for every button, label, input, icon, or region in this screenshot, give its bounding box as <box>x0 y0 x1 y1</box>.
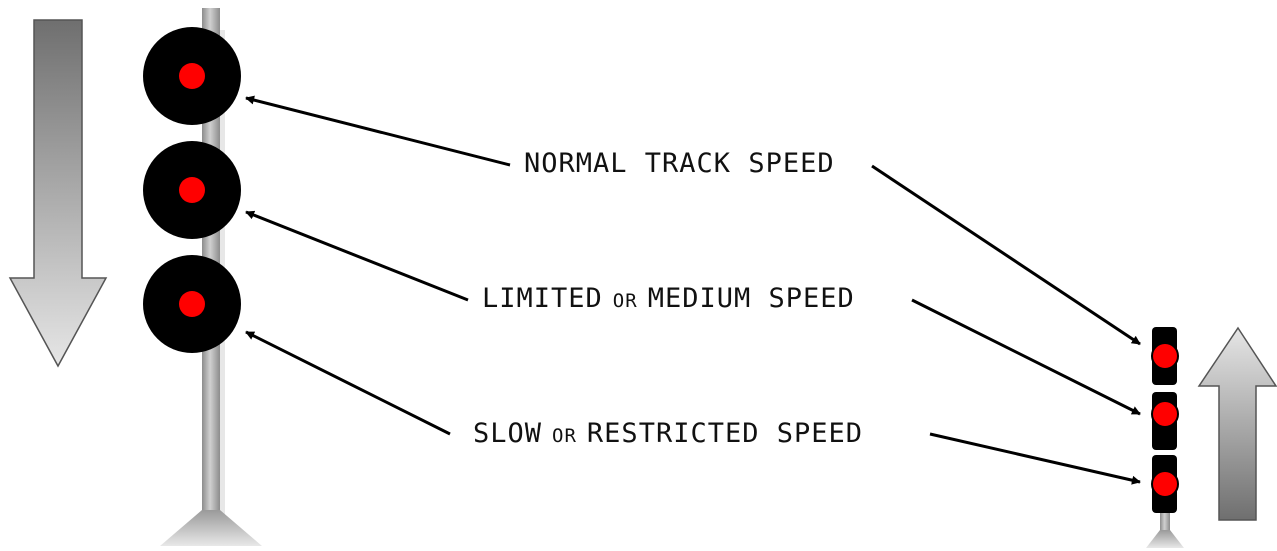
label-limited-medium-speed: LIMITED OR MEDIUM SPEED <box>482 283 855 314</box>
signal-head-top <box>143 27 241 125</box>
arrow-down-icon <box>8 19 108 368</box>
label-medium-speed: MEDIUM SPEED <box>648 283 855 314</box>
pointer-slow-right <box>929 432 1141 485</box>
signal-lamp-top <box>179 63 205 89</box>
label-restricted-speed: RESTRICTED SPEED <box>587 418 863 449</box>
dwarf-signal <box>1146 327 1184 548</box>
dwarf-lamp-middle <box>1151 400 1179 428</box>
signal-lamp-middle <box>179 177 205 203</box>
pointer-normal-left <box>245 95 511 167</box>
pointer-lines-right <box>871 164 1141 485</box>
signal-lamp-bottom <box>179 291 205 317</box>
signal-head-middle <box>143 141 241 239</box>
pointer-lines-left <box>245 95 511 436</box>
label-slow-or: OR <box>552 425 577 447</box>
arrow-up-icon <box>1197 326 1277 521</box>
label-slow-restricted-speed: SLOW OR RESTRICTED SPEED <box>473 418 863 449</box>
label-limited-or: OR <box>613 290 638 312</box>
label-limited-word: LIMITED <box>482 283 603 314</box>
dwarf-lamp-bottom <box>1151 470 1179 498</box>
pointer-limited-left <box>245 210 469 302</box>
label-slow-word: SLOW <box>473 418 542 449</box>
label-normal-track-speed: NORMAL TRACK SPEED <box>524 148 835 179</box>
pointer-normal-right <box>871 164 1141 346</box>
dwarf-lamp-top <box>1151 342 1179 370</box>
signal-head-bottom <box>143 255 241 353</box>
pointer-limited-right <box>911 298 1141 416</box>
pointer-slow-left <box>245 330 451 436</box>
